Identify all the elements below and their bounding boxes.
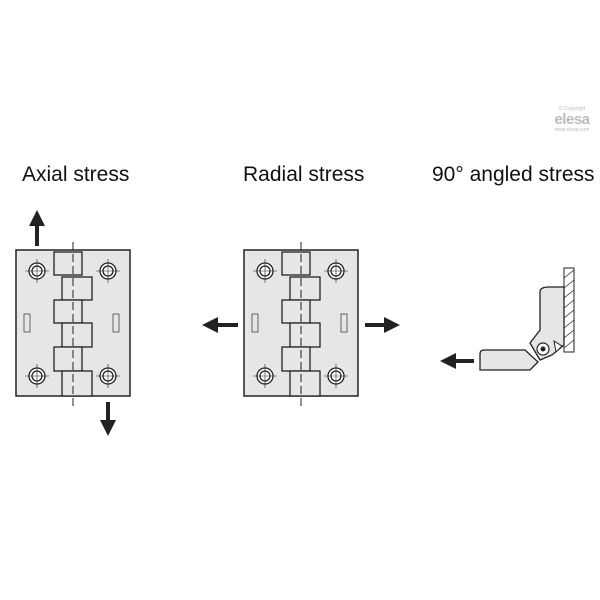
axial-hinge bbox=[15, 241, 131, 407]
copyright-text: © Copyright bbox=[558, 106, 586, 112]
elesa-watermark-logo: © Copyright elesa www.elesa.com bbox=[546, 106, 598, 133]
radial-hinge bbox=[243, 241, 359, 407]
url-text: www.elesa.com bbox=[554, 127, 590, 133]
angled-hinge bbox=[479, 267, 575, 371]
angled-stress-label: 90° angled stress bbox=[432, 163, 595, 186]
radial-stress-label: Radial stress bbox=[243, 163, 365, 186]
brand-text: elesa bbox=[554, 111, 590, 128]
axial-stress-label: Axial stress bbox=[22, 163, 130, 186]
